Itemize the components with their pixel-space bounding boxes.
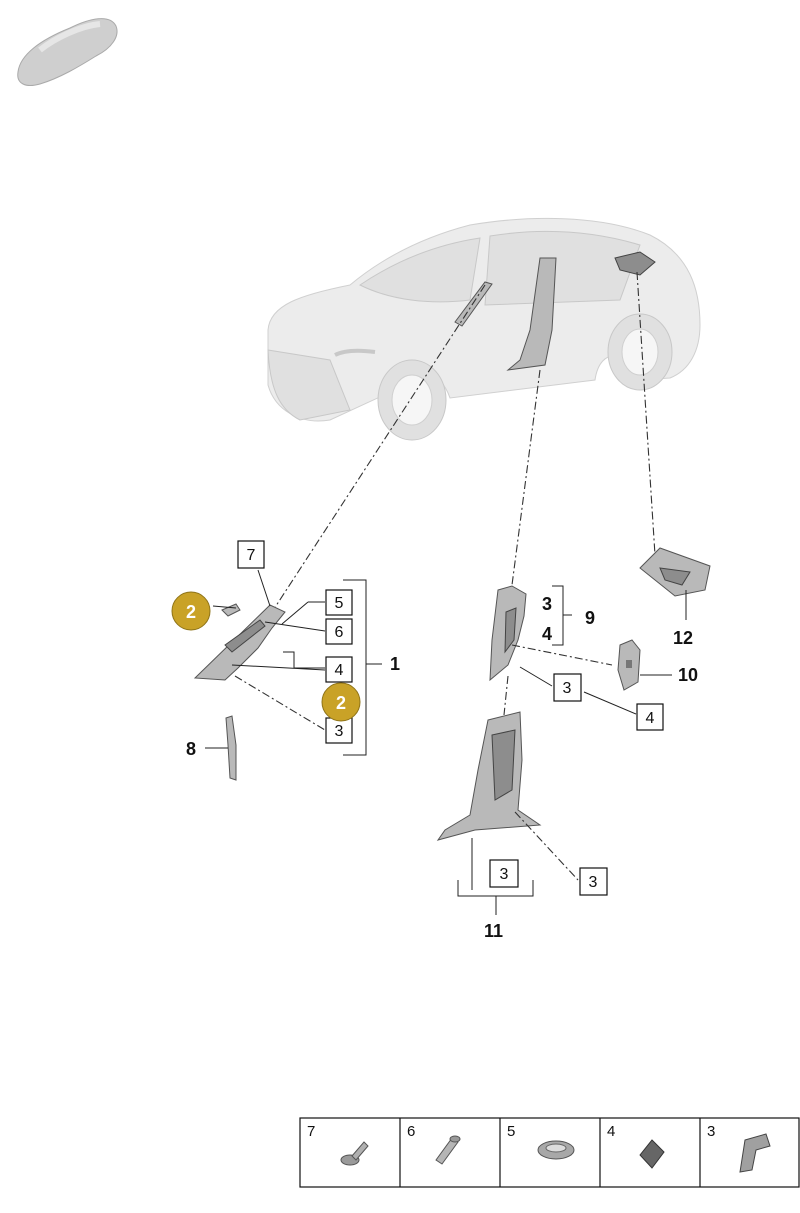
svg-text:3: 3 [707,1123,715,1140]
b-pillar-upper-trim-part[interactable] [489,585,527,682]
callout-3-c: 3 [579,867,608,896]
svg-text:7: 7 [247,547,256,564]
legend-cell-5[interactable]: 5 [507,1123,575,1160]
svg-text:4: 4 [646,710,655,727]
fastener-legend-table: 7 6 5 4 3 [299,1117,800,1188]
clip-icon [739,1133,771,1173]
callout-11: 11 [484,921,503,941]
highlight-callout-2-a[interactable]: 2 [171,591,211,631]
svg-text:3: 3 [335,723,344,740]
highlight-callout-2-b[interactable]: 2 [321,682,361,722]
callout-1: 1 [390,654,400,674]
grommet-icon [537,1140,575,1160]
svg-text:4: 4 [335,662,344,679]
a-pillar-trim-part[interactable] [193,603,286,681]
callout-10: 10 [678,665,698,685]
svg-text:2: 2 [186,602,196,622]
svg-text:6: 6 [407,1123,415,1140]
svg-text:7: 7 [307,1123,315,1140]
c-pillar-trim-part[interactable] [617,639,641,691]
legend-cell-4[interactable]: 4 [607,1123,665,1169]
roof-trim-part[interactable] [639,547,711,597]
callout-3-d: 3 [489,859,519,888]
legend-cell-6[interactable]: 6 [407,1123,461,1165]
callout-5: 5 [325,589,353,616]
projection-lines [271,271,656,716]
svg-text:4: 4 [607,1123,615,1140]
svg-text:5: 5 [335,595,344,612]
callout-12: 12 [673,628,693,648]
vehicle-thumbnail-icon[interactable] [17,18,118,86]
callout-8: 8 [186,739,196,759]
b-pillar-lower-trim-part[interactable] [436,711,542,841]
callout-9: 9 [585,608,595,628]
svg-text:3: 3 [589,874,598,891]
callout-4-b: 4 [636,703,664,731]
svg-text:2: 2 [336,693,346,713]
a-pillar-lower-part[interactable] [225,715,237,781]
callout-3-a: 3 [325,717,353,744]
vehicle-overview-illustration [267,217,701,441]
pin-icon [435,1135,461,1165]
callout-4-c: 4 [542,624,552,644]
svg-text:5: 5 [507,1123,515,1140]
pad-icon [639,1139,665,1169]
callout-3-b: 3 [553,673,582,702]
legend-cell-3[interactable]: 3 [707,1123,771,1173]
bolt-icon [340,1141,369,1166]
svg-text:3: 3 [500,866,509,883]
leader-lines [205,569,687,915]
svg-text:6: 6 [335,624,344,641]
svg-text:3: 3 [563,680,572,697]
callout-4-a: 4 [325,656,353,683]
callout-7: 7 [237,540,265,569]
callout-3-e: 3 [542,594,552,614]
callout-6: 6 [325,618,353,645]
legend-cell-7[interactable]: 7 [307,1123,369,1166]
